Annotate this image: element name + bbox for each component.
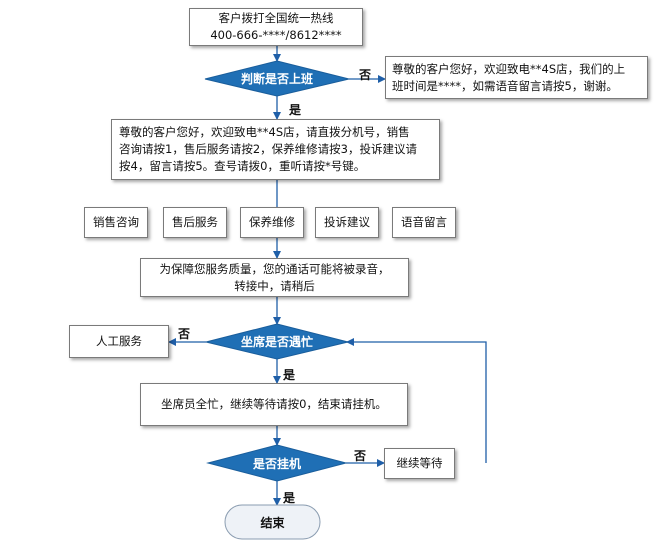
keep-waiting-box: 继续等待 xyxy=(384,448,455,479)
manual-service-label: 人工服务 xyxy=(96,334,142,348)
label-hangup-no: 否 xyxy=(354,449,367,463)
start-hotline-text: 客户拨打全国统一热线 400-666-****/8612**** xyxy=(210,11,342,42)
option-after-sales-label: 售后服务 xyxy=(172,215,218,229)
option-complaint-label: 投诉建议 xyxy=(324,215,370,229)
label-work-yes: 是 xyxy=(289,103,302,117)
decision-hangup-label: 是否挂机 xyxy=(252,456,301,471)
option-sales-label: 销售咨询 xyxy=(93,215,139,229)
label-hangup-yes: 是 xyxy=(283,491,296,505)
label-work-no: 否 xyxy=(359,68,372,82)
end-label: 结束 xyxy=(260,515,285,530)
option-complaint-box: 投诉建议 xyxy=(315,207,379,238)
start-hotline-box: 客户拨打全国统一热线 400-666-****/8612**** xyxy=(189,8,363,46)
end-terminator-shape xyxy=(224,504,321,540)
all-busy-message-text: 坐席员全忙，继续等待请按0，结束请挂机。 xyxy=(161,397,387,411)
decision-agent-busy-shape xyxy=(205,323,349,360)
recording-notice-text: 为保障您服务质量，您的通话可能将被录音， 转接中，请稍后 xyxy=(159,261,390,293)
label-busy-yes: 是 xyxy=(283,368,296,382)
all-busy-message-box: 坐席员全忙，继续等待请按0，结束请挂机。 xyxy=(140,383,408,426)
manual-service-box: 人工服务 xyxy=(69,325,169,358)
recording-notice-box: 为保障您服务质量，您的通话可能将被录音， 转接中，请稍后 xyxy=(140,258,409,297)
off-hours-message-box: 尊敬的客户您好，欢迎致电**4S店，我们的上 班时间是****，如需语音留言请按… xyxy=(385,56,648,99)
off-hours-message-text: 尊敬的客户您好，欢迎致电**4S店，我们的上 班时间是****，如需语音留言请按… xyxy=(392,61,626,93)
option-voice-message-label: 语音留言 xyxy=(401,215,447,229)
welcome-message-box: 尊敬的客户您好，欢迎致电**4S店，请直拨分机号，销售 咨询请按1，售后服务请按… xyxy=(111,119,440,180)
option-voice-message-box: 语音留言 xyxy=(392,207,456,238)
option-maintenance-label: 保养维修 xyxy=(249,215,295,229)
decision-work-hours-label: 判断是否上班 xyxy=(240,72,313,86)
option-sales-box: 销售咨询 xyxy=(84,207,148,238)
label-busy-no: 否 xyxy=(178,327,191,341)
option-after-sales-box: 售后服务 xyxy=(163,207,227,238)
option-maintenance-box: 保养维修 xyxy=(240,207,304,238)
arrow-keep-waiting-loop xyxy=(346,338,487,463)
welcome-message-text: 尊敬的客户您好，欢迎致电**4S店，请直拨分机号，销售 咨询请按1，售后服务请按… xyxy=(119,125,417,173)
keep-waiting-label: 继续等待 xyxy=(396,456,443,470)
decision-work-hours-shape xyxy=(204,60,350,97)
decision-hangup-shape xyxy=(206,444,348,482)
decision-agent-busy-label: 坐席是否遇忙 xyxy=(240,335,313,349)
